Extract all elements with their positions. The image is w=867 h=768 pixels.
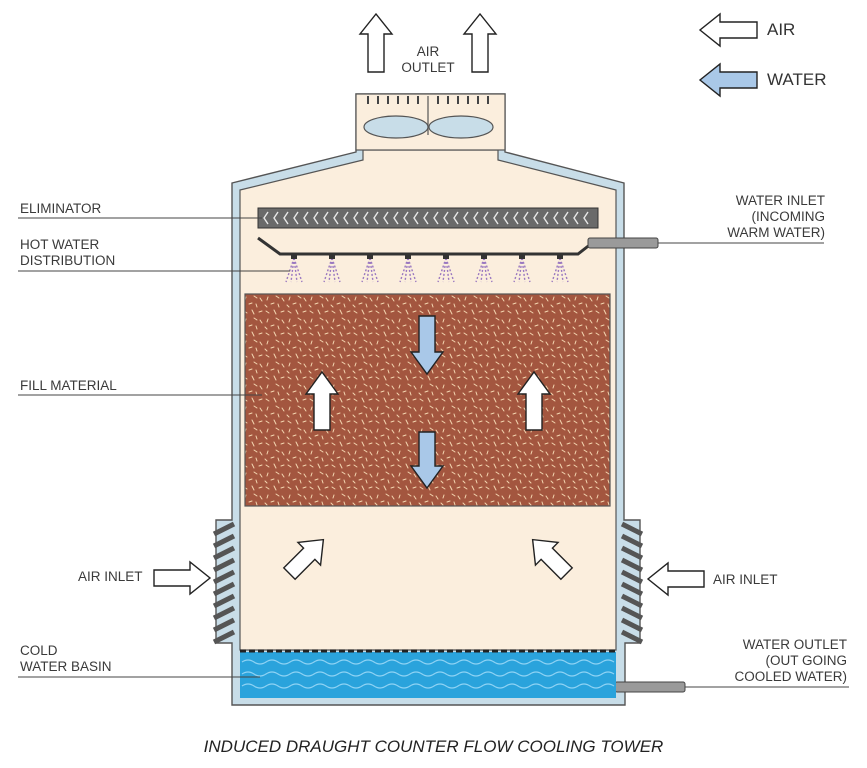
basin-line-1: COLD bbox=[20, 643, 58, 658]
air-outlet-line-2: OUTLET bbox=[401, 60, 455, 75]
water-outlet-line-3: COOLED WATER) bbox=[734, 669, 847, 684]
water-inlet-label: WATER INLET (INCOMING WARM WATER) bbox=[727, 193, 825, 241]
water-inlet-pipe bbox=[587, 237, 659, 249]
water-down-arrow-bottom bbox=[409, 431, 445, 490]
air-outlet-arrow-left bbox=[358, 12, 394, 73]
water-outlet-line-1: WATER OUTLET bbox=[742, 637, 847, 652]
legend-water-arrow bbox=[698, 62, 758, 98]
cold-water-basin bbox=[240, 652, 616, 698]
air-diagonal-arrow-left bbox=[282, 538, 325, 581]
basin-waves bbox=[241, 659, 615, 689]
hot-water-distribution-label: HOT WATER DISTRIBUTION bbox=[20, 237, 115, 269]
legend-air-arrow bbox=[698, 12, 758, 48]
fan-blade-left bbox=[363, 115, 429, 139]
nozzle-heads bbox=[291, 254, 563, 259]
louvers-left bbox=[212, 521, 236, 645]
legend-water-label: WATER bbox=[767, 70, 827, 89]
water-inlet-line-1: WATER INLET bbox=[735, 193, 825, 208]
air-up-arrow-right bbox=[516, 370, 552, 431]
air-inlet-right-label: AIR INLET bbox=[713, 572, 778, 587]
distribution-pipe bbox=[257, 236, 597, 256]
water-inlet-line-3: WARM WATER) bbox=[727, 225, 825, 240]
hot-water-line-2: DISTRIBUTION bbox=[20, 253, 116, 268]
eliminator-label: ELIMINATOR bbox=[20, 201, 102, 216]
water-outlet-pipe bbox=[614, 681, 686, 693]
air-up-arrow-left bbox=[304, 370, 340, 431]
eliminator-chevrons bbox=[263, 211, 589, 225]
louvers-right bbox=[620, 521, 644, 645]
basin-line-2: WATER BASIN bbox=[20, 659, 112, 674]
diagram-caption: INDUCED DRAUGHT COUNTER FLOW COOLING TOW… bbox=[203, 737, 664, 756]
water-outlet-label: WATER OUTLET (OUT GOING COOLED WATER) bbox=[734, 637, 847, 685]
air-inlet-arrow-left bbox=[153, 560, 212, 596]
leader-lines bbox=[18, 217, 849, 688]
cold-water-basin-label: COLD WATER BASIN bbox=[20, 643, 112, 675]
water-down-arrow-top bbox=[409, 315, 445, 376]
fan-blade-right bbox=[428, 115, 494, 139]
air-outlet-arrow-right bbox=[462, 12, 498, 73]
hot-water-line-1: HOT WATER bbox=[20, 237, 100, 252]
water-inlet-line-2: (INCOMING bbox=[751, 209, 826, 224]
water-outlet-line-2: (OUT GOING bbox=[765, 653, 847, 668]
spray-nozzles bbox=[285, 257, 569, 283]
fan-grille bbox=[367, 96, 489, 104]
legend-air-label: AIR bbox=[767, 20, 796, 39]
air-inlet-arrow-right bbox=[646, 561, 705, 597]
air-diagonal-arrow-right bbox=[531, 538, 574, 581]
air-inlet-left-label: AIR INLET bbox=[78, 569, 143, 584]
eliminator bbox=[257, 207, 599, 229]
air-outlet-label: AIR OUTLET bbox=[396, 44, 460, 76]
fill-material-label: FILL MATERIAL bbox=[20, 378, 117, 393]
air-outlet-line-1: AIR bbox=[416, 44, 440, 59]
